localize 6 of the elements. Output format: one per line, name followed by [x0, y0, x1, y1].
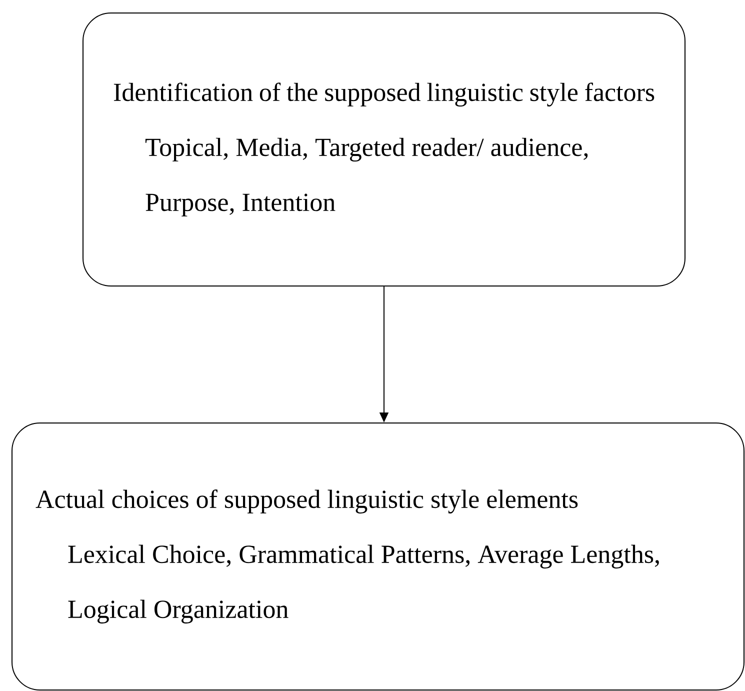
heading-text: Actual choices of supposed linguistic style elements: [36, 490, 578, 514]
list-text: Topical, Media, Targeted reader/ audience, Purpose, Intention: [145, 138, 588, 216]
rounded-box: [12, 422, 744, 690]
heading-text: Identification of the supposed linguistic style factors: [114, 82, 654, 106]
list-text: Lexical Choice, Grammatical Patterns, Average Lengths, Logical Organization: [68, 544, 659, 624]
rounded-box: [82, 12, 686, 286]
